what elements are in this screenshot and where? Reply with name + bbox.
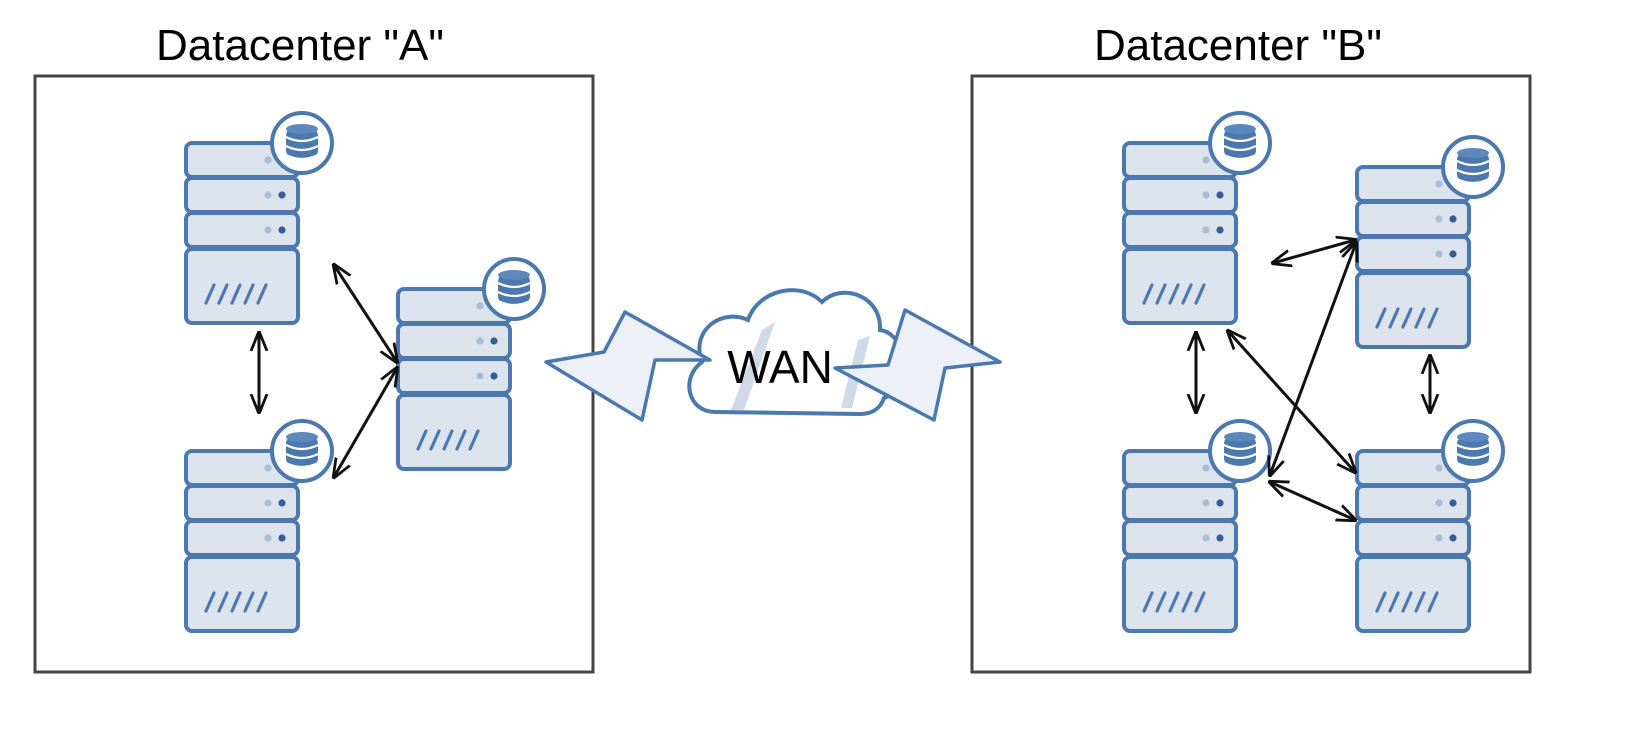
cloud-icon: [687, 288, 906, 417]
replication-arrow: [1270, 482, 1355, 520]
lightning-bolt-icon: [544, 310, 712, 422]
replication-arrow: [334, 265, 397, 362]
datacenter-b-title: Datacenter "B": [1094, 21, 1382, 70]
server-icon: [1122, 419, 1272, 633]
server-icon: [1355, 135, 1505, 349]
datacenter-a-title: Datacenter "A": [156, 21, 444, 70]
server-icon: [1355, 419, 1505, 633]
lightning-bolt-icon: [833, 308, 1002, 422]
server-icon: [184, 111, 334, 325]
server-icon: [184, 419, 334, 633]
server-icon: [396, 257, 546, 471]
datacenter-b-box: [970, 74, 1532, 674]
wan-label: WAN: [727, 341, 833, 393]
replication-arrow: [1270, 243, 1356, 475]
replication-arrow: [1273, 240, 1355, 263]
server-icon: [1122, 111, 1272, 325]
replication-arrow: [334, 368, 397, 477]
